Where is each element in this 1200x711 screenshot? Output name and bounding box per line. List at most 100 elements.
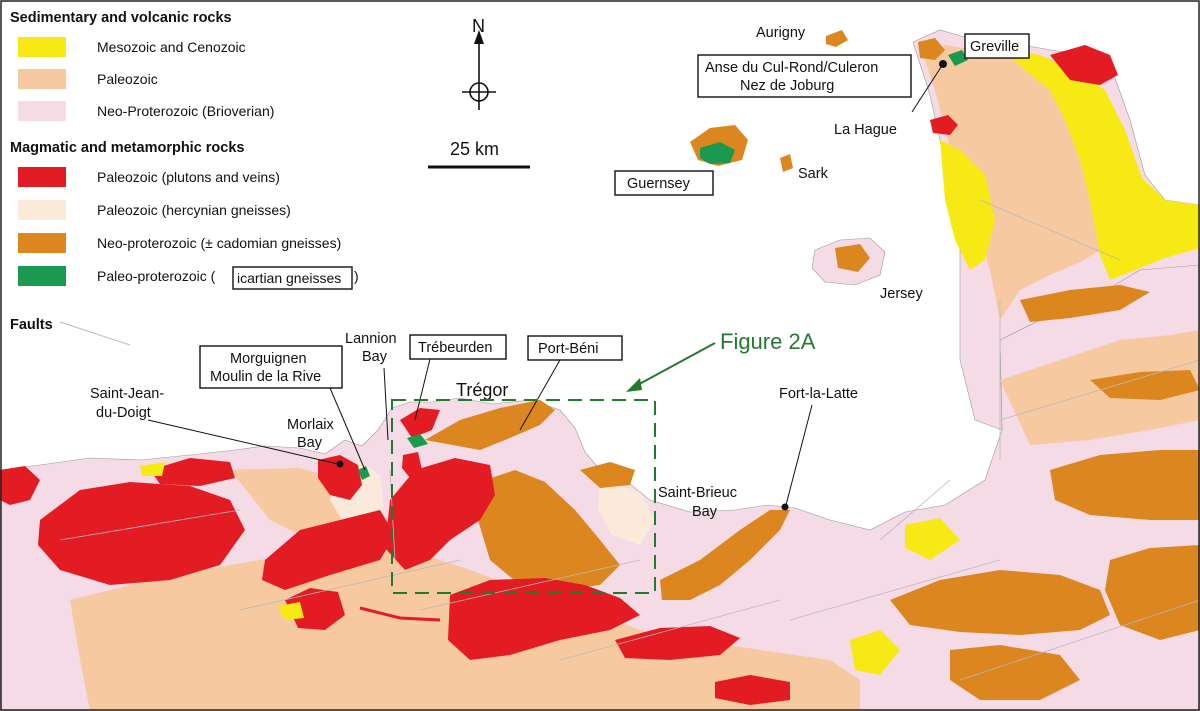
cadomian-east-4 <box>950 645 1080 700</box>
label-saint-brieuc-line2: Bay <box>692 504 718 520</box>
legend-section-magmatic: Magmatic and metamorphic rocks <box>10 140 245 156</box>
la-hague-cadomian <box>918 38 945 60</box>
legend-swatch <box>18 69 66 89</box>
legend-label: Paleozoic <box>97 71 158 87</box>
pluton-west-3 <box>150 458 235 486</box>
label-morlaix-line2: Bay <box>297 435 323 451</box>
legend-swatch <box>18 167 66 187</box>
sark-island <box>780 154 793 172</box>
cadomian-central <box>580 462 635 488</box>
cadomian-saint-brieuc <box>660 510 790 600</box>
legend-label-suffix: ) <box>354 268 359 284</box>
legend-label: Paleozoic (hercynian gneisses) <box>97 202 291 218</box>
legend-label: Neo-Proterozoic (Brioverian) <box>97 103 274 119</box>
label-sark: Sark <box>798 166 829 182</box>
point-fort-la-latte <box>781 503 789 511</box>
legend-label: Neo-proterozoic (± cadomian gneisses) <box>97 235 341 251</box>
scale-label: 25 km <box>450 139 499 159</box>
label-morguignen-line1: Morguignen <box>230 351 307 367</box>
mesozoic-patch-1 <box>905 518 960 560</box>
leader-trebeurden <box>414 358 431 421</box>
label-anse-line2: Nez de Joburg <box>740 78 834 94</box>
label-jersey: Jersey <box>880 286 923 302</box>
legend-section-sedimentary: Sedimentary and volcanic rocks <box>10 10 232 26</box>
icartian-label-box <box>232 266 353 290</box>
pluton-trebeurden <box>400 408 440 438</box>
aurigny-island <box>826 30 848 47</box>
pluton-west-1 <box>38 482 245 585</box>
legend-label: Paleozoic (plutons and veins) <box>97 169 280 185</box>
label-tregor: Trégor <box>456 380 508 400</box>
legend-swatch <box>18 37 66 57</box>
label-fort-la-latte: Fort-la-Latte <box>779 386 858 402</box>
legend-item-icartian: Paleo-proterozoic ( icartian gneisses ) <box>18 266 359 290</box>
pluton-cotentin-north <box>1050 45 1118 85</box>
cadomian-east-1 <box>890 570 1110 635</box>
label-saint-brieuc-line1: Saint-Brieuc <box>658 485 737 501</box>
label-trebeurden: Trébeurden <box>418 340 492 356</box>
leader-saint-jean <box>147 419 339 465</box>
legend-item-mesozoic: Mesozoic and Cenozoic <box>18 37 246 57</box>
cotentin-mesozoic <box>1000 48 1200 280</box>
box-anse <box>697 54 912 98</box>
legend-swatch <box>18 266 66 286</box>
box-greville <box>964 33 1030 59</box>
pluton-south-east <box>615 626 740 660</box>
leader-fort-la-latte <box>785 404 813 506</box>
figure-2a-outline <box>391 399 656 594</box>
pluton-bottom <box>715 675 790 705</box>
leader-port-beni <box>519 359 561 431</box>
trebeurden-icartian <box>407 434 428 448</box>
pluton-west-2 <box>0 466 40 505</box>
cadomian-east-2 <box>1050 450 1200 520</box>
legend-item-cadomian: Neo-proterozoic (± cadomian gneisses) <box>18 233 341 253</box>
label-greville: Greville <box>970 39 1019 55</box>
figure-arrow <box>631 342 716 389</box>
label-lannion-line1: Lannion <box>345 331 397 347</box>
legend-swatch <box>18 200 66 220</box>
pluton-vein <box>359 606 441 622</box>
label-figure-2a: Figure 2A <box>720 329 816 354</box>
label-la-hague: La Hague <box>834 122 897 138</box>
legend-item-brioverian: Neo-Proterozoic (Brioverian) <box>18 101 274 121</box>
pluton-small-1 <box>402 452 422 478</box>
mesozoic-patch-4 <box>140 462 165 476</box>
hercynian-gneiss-2 <box>598 480 655 545</box>
leader-morguignen <box>329 387 366 471</box>
legend-fault-sample <box>59 321 131 346</box>
box-trebeurden <box>409 334 507 360</box>
pluton-south-big <box>448 578 640 660</box>
label-aurigny: Aurigny <box>756 25 806 41</box>
pluton-long <box>262 510 395 590</box>
guernsey-icartian <box>700 142 735 164</box>
label-morlaix-line1: Morlaix <box>287 417 334 433</box>
pluton-la-hague <box>930 115 958 135</box>
label-morguignen-line2: Moulin de la Rive <box>210 369 321 385</box>
legend-label: Mesozoic and Cenozoic <box>97 39 246 55</box>
jersey-cadomian <box>835 244 870 272</box>
label-guernsey: Guernsey <box>627 176 691 192</box>
label-anse-line1: Anse du Cul-Rond/Culeron <box>705 60 878 76</box>
map-units <box>0 29 1200 711</box>
leader-lannion <box>383 367 389 441</box>
cotentin-mesozoic-west <box>940 140 995 270</box>
pluton-tregor-big <box>385 458 495 570</box>
morlaix-icartian <box>358 466 370 480</box>
label-port-beni: Port-Béni <box>538 341 598 357</box>
cadomian-tregor <box>425 400 555 450</box>
faults <box>59 199 1200 681</box>
label-lannion-line2: Bay <box>362 349 388 365</box>
greville-icartian <box>948 50 968 66</box>
cadomian-east-3 <box>1105 545 1200 640</box>
point-saint-jean <box>336 460 344 468</box>
pluton-south-west <box>285 588 345 630</box>
cadomian-east-5 <box>1020 285 1150 322</box>
label-saint-jean-line1: Saint-Jean- <box>90 386 164 402</box>
leader-la-hague <box>911 63 944 113</box>
cadomian-lobe <box>478 470 620 590</box>
place-labels: Aurigny Greville Anse du Cul-Rond/Culero… <box>90 25 1030 520</box>
